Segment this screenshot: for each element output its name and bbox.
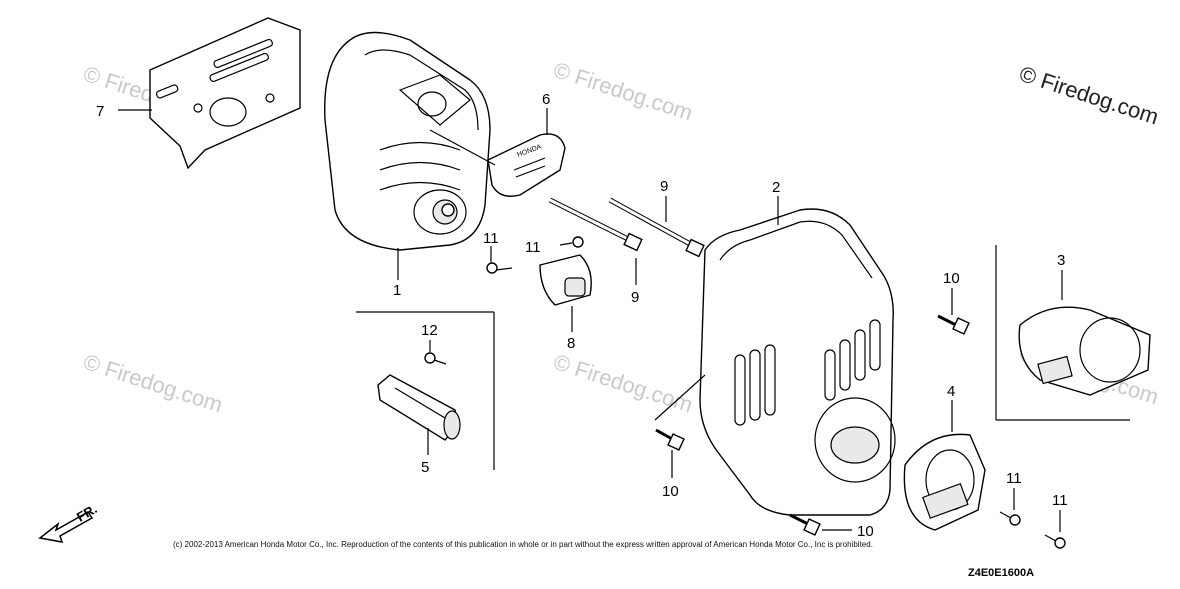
watermark-topcenter: © Firedog.com	[550, 57, 695, 125]
diagram-code: Z4E0E1600A	[968, 567, 1035, 579]
callout-2: 2	[772, 179, 780, 196]
screw-11-d	[1044, 534, 1066, 549]
watermark-main: © Firedog.com	[1016, 61, 1161, 129]
bolt-10-a	[937, 314, 970, 335]
screw-11-b	[486, 262, 513, 274]
screw-11-a	[559, 236, 584, 248]
watermark-midleft: © Firedog.com	[80, 349, 225, 417]
callouts: 1 2 3 4 5 6 7 8 9 9 10 10 10 11 11 11 11…	[96, 91, 1068, 540]
callout-10-right: 10	[943, 270, 960, 287]
callout-9-top: 9	[660, 178, 668, 195]
copyright-notice: (c) 2002-2013 American Honda Motor Co., …	[173, 540, 873, 549]
front-arrow: FR.	[38, 501, 100, 543]
callout-9-bottom: 9	[631, 289, 639, 306]
callout-10-left: 10	[662, 483, 679, 500]
callout-7: 7	[96, 103, 104, 120]
watermark-midcenter: © Firedog.com	[550, 349, 695, 417]
part-2-protector	[699, 208, 896, 516]
part-4-guard	[903, 433, 986, 531]
callout-10-bottom: 10	[857, 523, 874, 540]
callout-6: 6	[542, 91, 550, 108]
part-8-holder	[539, 254, 592, 306]
callout-11-holder: 11	[525, 239, 541, 256]
part-1-muffler	[324, 31, 491, 251]
screw-12	[424, 352, 447, 365]
callout-8: 8	[567, 335, 575, 352]
callout-11-left: 11	[483, 230, 499, 247]
part-5-spark-arrester	[377, 374, 461, 441]
part-7-heat-shield	[149, 17, 301, 170]
part-3-deflector	[1018, 306, 1151, 396]
part-6-honda-plate: HONDA	[487, 133, 566, 197]
callout-12: 12	[421, 322, 438, 339]
bolt-10-b	[655, 428, 685, 451]
callout-1: 1	[393, 282, 401, 299]
callout-11-right: 11	[1006, 470, 1022, 487]
screw-11-c	[999, 511, 1021, 526]
callout-5: 5	[421, 459, 429, 476]
callout-3: 3	[1057, 252, 1065, 269]
callout-4: 4	[947, 383, 955, 400]
part-9-bolts	[548, 197, 705, 258]
callout-11-far-right: 11	[1052, 492, 1068, 509]
bolt-10-c	[789, 513, 821, 536]
